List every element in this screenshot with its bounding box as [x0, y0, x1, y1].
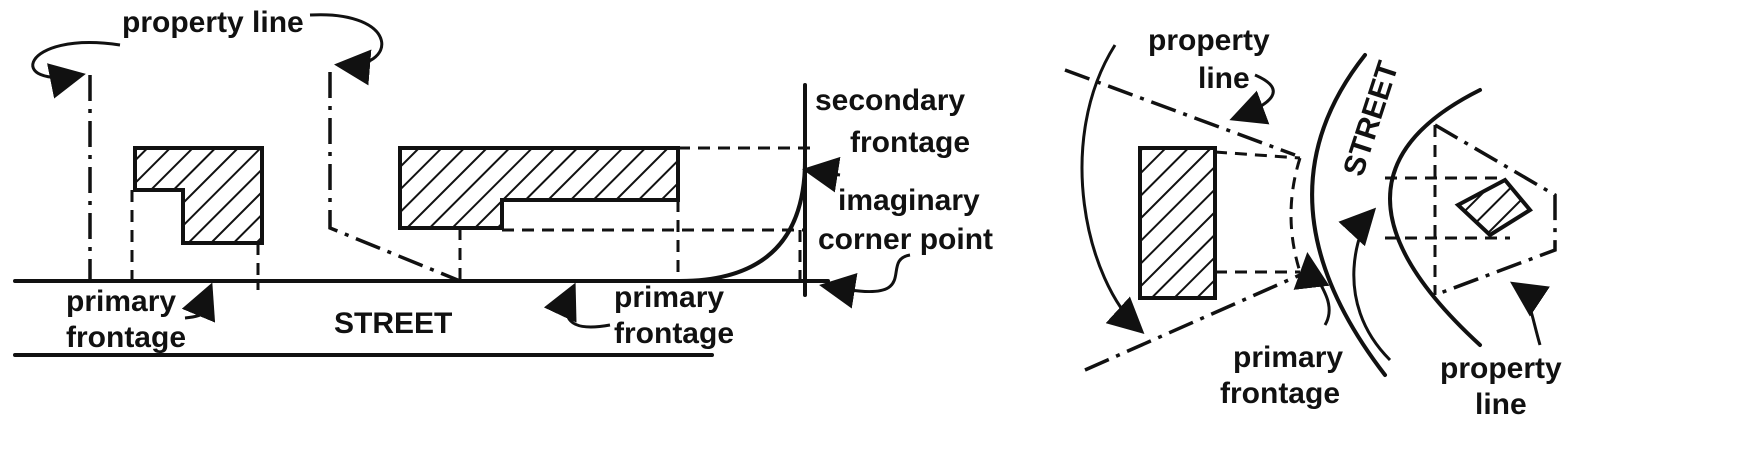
rp-arrow-swoop: [1080, 44, 1145, 335]
street-curve-left: [1310, 53, 1387, 377]
building-left: [133, 146, 264, 245]
label-imaginary-1: imaginary: [838, 184, 980, 217]
right-panel: property line STREET primary frontage pr…: [1064, 24, 1562, 421]
rp-label-property-b1: property: [1440, 352, 1562, 385]
rp-property-line-top: [1064, 68, 1296, 157]
arrow-property-line-left: [31, 41, 121, 99]
arrow-imaginary-corner: [819, 253, 911, 309]
rp-property-line-right: [1434, 123, 1557, 297]
arrow-property-line-right: [309, 13, 384, 86]
street-curve-right: [1388, 88, 1482, 347]
building-right: [398, 146, 680, 230]
rp-dash-top: [1214, 150, 1301, 160]
label-property-line: property line: [122, 6, 304, 39]
rp-arrow-property-bottom: [1510, 281, 1550, 346]
rp-arrow-primary: [1293, 252, 1331, 326]
rp-label-property-b2: line: [1475, 388, 1527, 421]
label-primary-right-2: frontage: [614, 317, 734, 350]
rp-building-right: [1454, 177, 1534, 238]
label-secondary-1: secondary: [815, 84, 965, 117]
label-primary-left-1: primary: [66, 285, 176, 318]
street-corner-curve: [678, 158, 807, 283]
rp-label-street: STREET: [1337, 57, 1405, 180]
arrow-primary-right: [543, 282, 611, 329]
arrow-primary-left: [181, 282, 216, 323]
rp-arrow-primary-2: [1338, 207, 1392, 362]
rp-label-primary-2: frontage: [1220, 377, 1340, 410]
rp-label-property-1: property: [1148, 24, 1270, 57]
label-primary-left-2: frontage: [66, 321, 186, 354]
label-street-left: STREET: [334, 307, 452, 340]
rp-label-property-2: line: [1198, 62, 1250, 95]
left-panel: property line secondary frontage imagina…: [13, 6, 993, 357]
property-line-diagonal: [328, 72, 461, 283]
label-primary-right-1: primary: [614, 281, 724, 314]
rp-frontage-dash: [1289, 157, 1302, 273]
rp-property-line-bottom: [1084, 273, 1301, 372]
label-secondary-2: frontage: [850, 126, 970, 159]
rp-label-primary-1: primary: [1233, 341, 1343, 374]
rp-arrow-property-top: [1229, 73, 1275, 125]
rp-building-left: [1138, 146, 1217, 300]
label-imaginary-2: corner point: [818, 223, 993, 256]
arrow-secondary-frontage: [802, 156, 841, 193]
